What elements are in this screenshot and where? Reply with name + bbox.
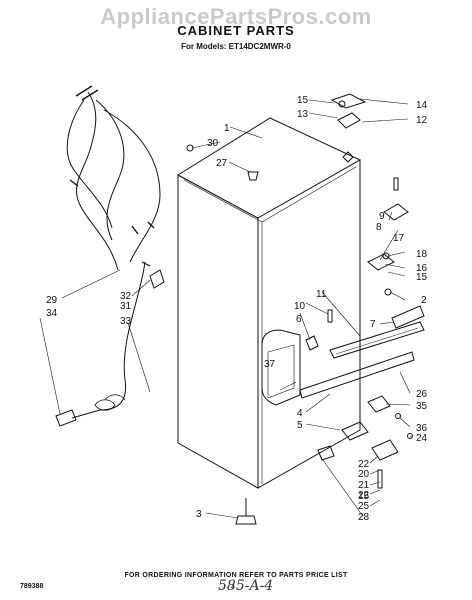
plug-27	[247, 171, 259, 181]
callout-15-top: 15	[297, 95, 309, 106]
callout-36: 36	[416, 423, 428, 434]
mounting-bracket-7	[391, 305, 425, 329]
callout-32: 32	[120, 291, 132, 302]
bottom-hinge	[371, 439, 399, 461]
callout-3: 3	[196, 509, 202, 520]
callout-25: 25	[358, 501, 370, 512]
callout-8: 8	[376, 222, 382, 233]
callout-27: 27	[216, 158, 228, 169]
callout-37: 37	[264, 359, 276, 370]
callout-20: 20	[358, 469, 370, 480]
callout-28: 28	[358, 512, 370, 523]
callout-18: 18	[416, 249, 428, 260]
handwritten-note: 585-A-4	[218, 578, 274, 594]
callout-14: 14	[416, 100, 428, 111]
callout-26: 26	[416, 389, 428, 400]
divider-rail-11	[329, 321, 425, 359]
cover-plate-35	[367, 395, 391, 413]
callout-5: 5	[297, 420, 303, 431]
ordering-instructions: FOR ORDERING INFORMATION REFER TO PARTS …	[124, 572, 348, 579]
cabinet-side-face	[257, 159, 361, 489]
callout-34: 34	[46, 308, 58, 319]
callout-6: 6	[296, 314, 302, 325]
callout-12: 12	[416, 115, 428, 126]
callout-9: 9	[379, 211, 385, 222]
page-number: 4	[231, 584, 235, 591]
callout-15-mid: 15	[416, 272, 428, 283]
callout-29: 29	[46, 295, 58, 306]
callout-4: 4	[297, 408, 303, 419]
leveling-leg	[235, 515, 257, 525]
callout-35: 35	[416, 401, 428, 412]
callout-11: 11	[316, 289, 327, 300]
callout-16: 16	[416, 263, 428, 274]
page-title: CABINET PARTS	[177, 23, 295, 38]
callout-21: 21	[358, 480, 370, 491]
callout-17: 17	[393, 233, 405, 244]
callout-10: 10	[294, 301, 306, 312]
model-number: For Models: ET14DC2MWR-0	[181, 42, 291, 51]
callout-22-upper: 22	[358, 459, 370, 470]
top-hinge	[337, 112, 361, 129]
power-cord	[71, 261, 146, 419]
callout-15-bottom: 15	[358, 491, 370, 502]
cabinet-front-face	[177, 174, 259, 489]
callout-7: 7	[370, 319, 376, 330]
wiring-harness	[66, 91, 161, 271]
callout-22-lower: 22	[358, 490, 370, 501]
divider-rail-26	[299, 351, 415, 399]
hinge-assembly-16	[367, 253, 395, 271]
callout-30: 30	[207, 138, 219, 149]
middle-hinge-bracket	[383, 203, 409, 221]
clip-31	[149, 269, 165, 289]
callout-31: 31	[120, 301, 132, 312]
callout-13: 13	[297, 109, 309, 120]
callout-24: 24	[416, 433, 428, 444]
callout-2: 2	[421, 295, 427, 306]
document-number: 789388	[20, 583, 44, 590]
callout-1: 1	[224, 123, 230, 134]
dispenser-recess	[261, 329, 301, 406]
top-hinge-cover	[330, 93, 367, 109]
site-watermark: AppliancePartsPros.com	[100, 4, 372, 29]
callout-33: 33	[120, 316, 132, 327]
